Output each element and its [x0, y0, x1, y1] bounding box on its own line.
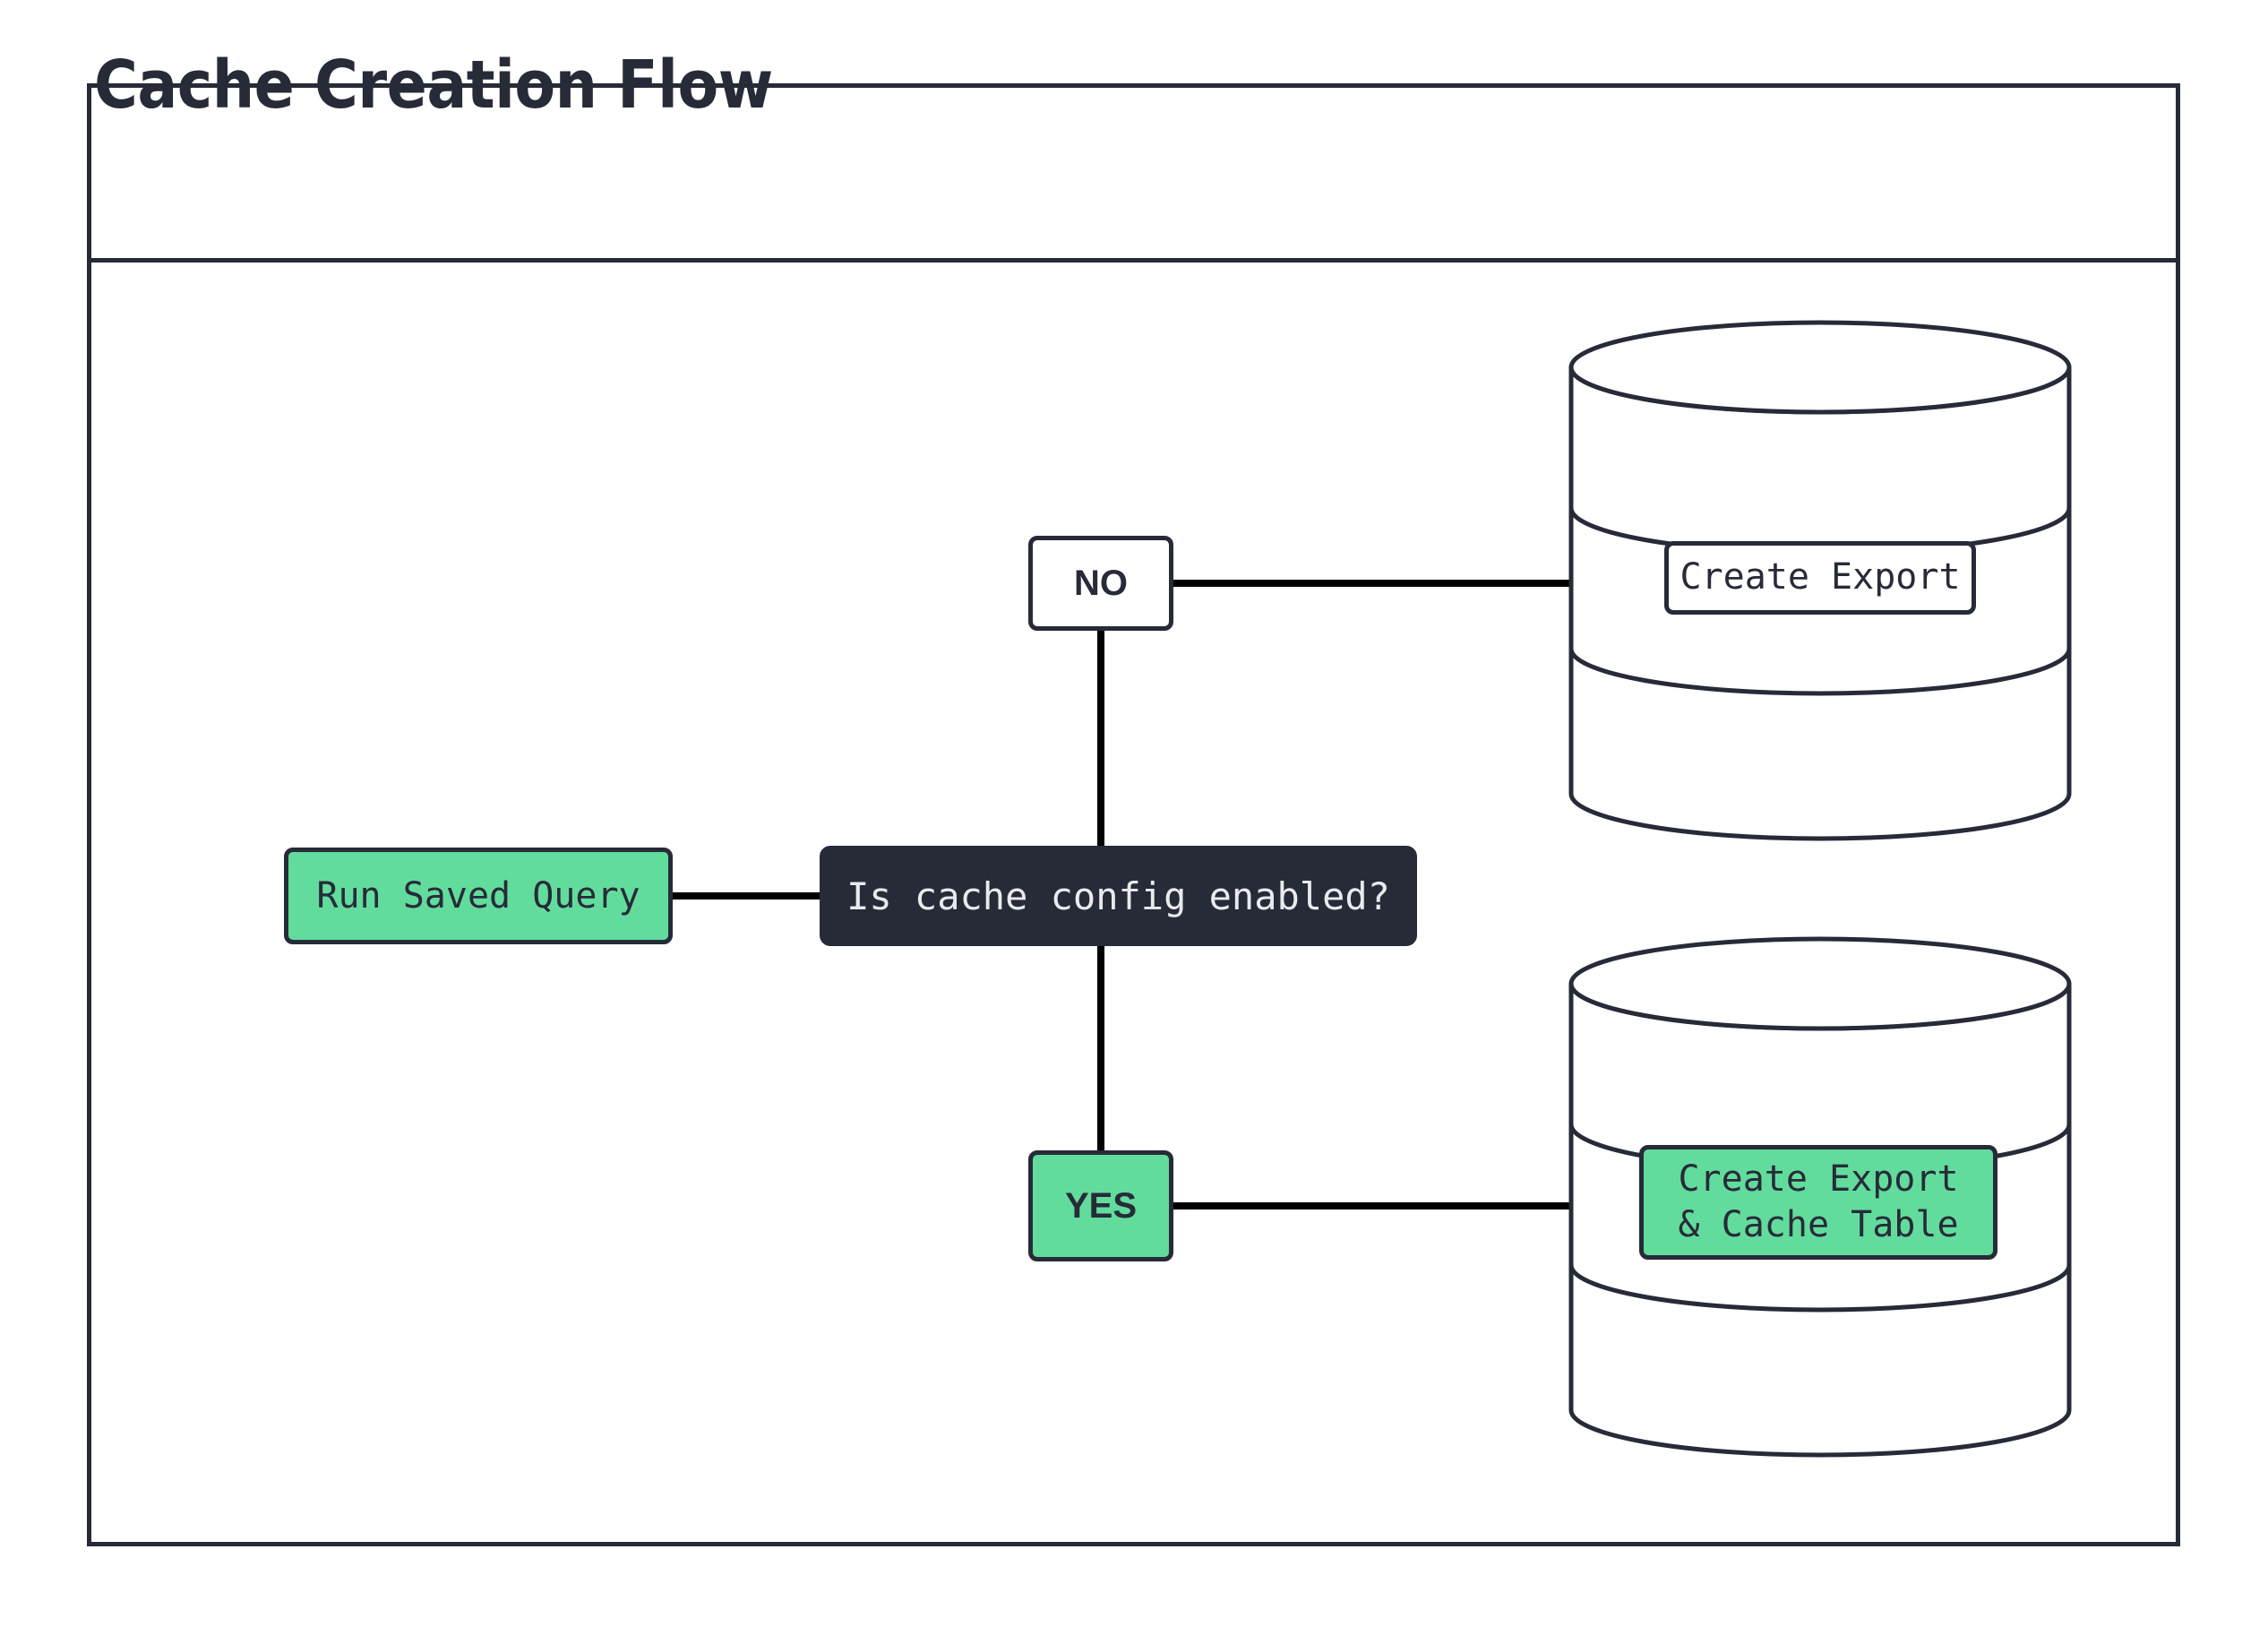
database-label-create-export: Create Export: [1664, 541, 1976, 615]
edge-decision-to-yes: [1097, 941, 1104, 1156]
edge-no-to-decision: [1097, 627, 1104, 851]
edge-run-saved-query-to-decision: [668, 892, 824, 900]
node-branch-yes[interactable]: YES: [1028, 1150, 1173, 1261]
node-run-saved-query[interactable]: Run Saved Query: [284, 848, 673, 944]
node-branch-no[interactable]: NO: [1028, 536, 1173, 631]
page-title: Cache Creation Flow: [94, 47, 773, 124]
database-label-create-export-cache: Create Export & Cache Table: [1639, 1145, 1997, 1260]
node-decision-is-cache-config-enabled[interactable]: Is cache config enabled?: [820, 846, 1417, 946]
diagram-title-bar: [87, 83, 2180, 263]
edge-yes-to-database-export-cache: [1169, 1202, 1574, 1209]
edge-no-to-database-export: [1169, 580, 1574, 587]
